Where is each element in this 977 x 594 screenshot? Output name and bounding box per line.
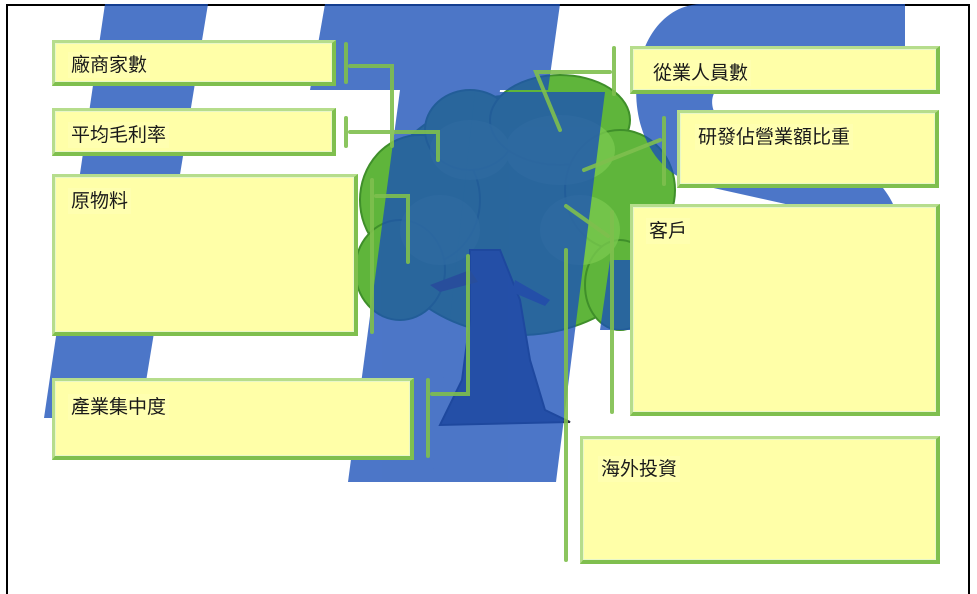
label-concentration: 產業集中度 bbox=[68, 394, 170, 420]
label-materials: 原物料 bbox=[68, 188, 132, 214]
label-customers: 客戶 bbox=[646, 218, 691, 244]
label-margin: 平均毛利率 bbox=[68, 122, 170, 148]
label-employees: 從業人員數 bbox=[650, 60, 752, 86]
label-rnd: 研發佔營業額比重 bbox=[695, 124, 854, 150]
label-firms: 廠商家數 bbox=[68, 52, 151, 78]
label-overseas: 海外投資 bbox=[598, 456, 681, 482]
box-margin bbox=[52, 108, 336, 156]
